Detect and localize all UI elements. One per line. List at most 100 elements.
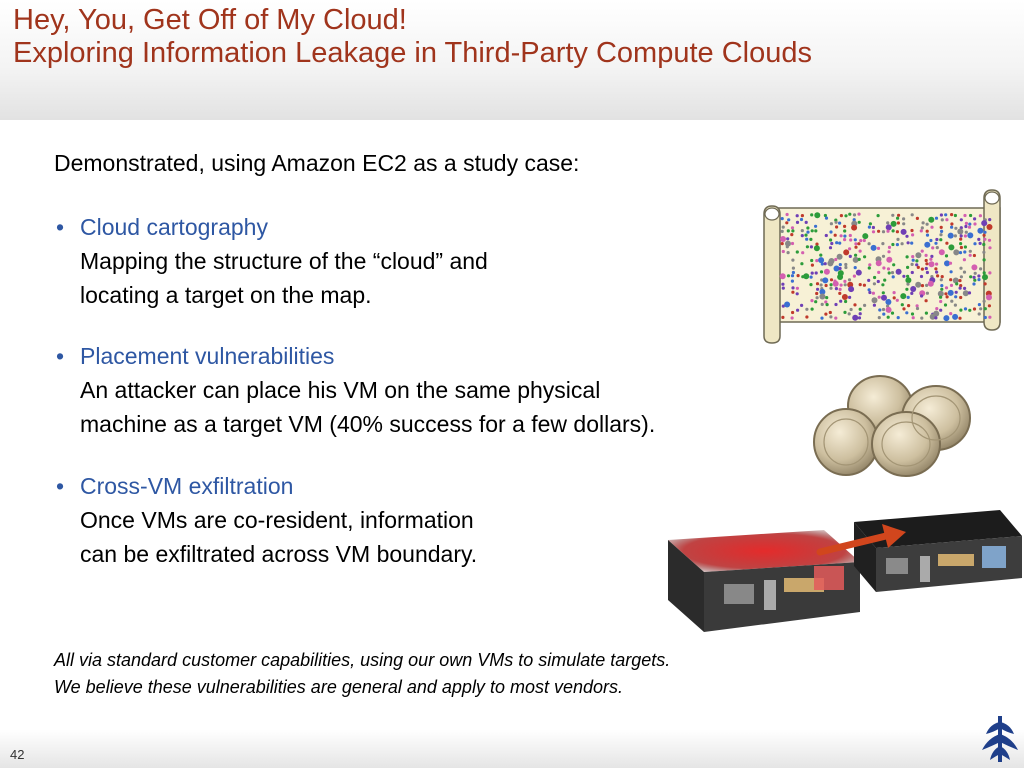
university-logo-icon — [982, 716, 1018, 762]
map-dot — [902, 274, 906, 278]
map-dot — [823, 268, 830, 275]
map-dot — [944, 213, 948, 217]
bullet-heading: Cross-VM exfiltration — [80, 473, 294, 499]
map-dot — [906, 282, 910, 286]
map-dot — [958, 251, 963, 255]
map-dot — [920, 284, 925, 288]
map-dot — [839, 214, 843, 218]
map-dot — [814, 300, 818, 304]
map-dot — [939, 308, 943, 312]
map-dot — [815, 242, 819, 246]
map-dot — [810, 258, 814, 263]
map-dot — [982, 242, 986, 247]
map-dot — [843, 249, 850, 256]
map-dot — [962, 290, 969, 297]
map-dot — [930, 254, 934, 258]
map-dot — [780, 236, 786, 242]
map-dot — [924, 258, 928, 263]
map-dot — [949, 278, 953, 282]
map-dot — [949, 312, 953, 316]
map-dot — [803, 273, 810, 280]
map-dot — [890, 271, 895, 275]
map-dot — [931, 246, 935, 250]
title-line-2: Exploring Information Leakage in Third-P… — [13, 37, 812, 69]
map-dot — [834, 220, 838, 224]
map-dot — [790, 316, 794, 320]
map-dot — [819, 253, 823, 257]
map-dot — [810, 299, 814, 303]
map-dot — [943, 315, 950, 322]
map-dot — [883, 278, 887, 282]
map-dot — [785, 245, 789, 249]
map-dot — [949, 270, 953, 274]
map-dot — [910, 262, 914, 266]
map-dot — [830, 241, 834, 246]
map-dot — [982, 299, 986, 303]
map-dot — [936, 274, 940, 278]
footer-line-1: All via standard customer capabilities, … — [54, 650, 671, 670]
map-dot — [882, 266, 886, 270]
map-dot — [940, 287, 944, 291]
map-dot — [986, 294, 992, 301]
map-dot — [979, 267, 983, 271]
map-dot — [934, 216, 939, 220]
map-dot — [910, 213, 914, 217]
map-dot — [945, 241, 949, 245]
map-dot — [940, 218, 944, 222]
map-dot — [967, 232, 974, 239]
map-dot — [873, 275, 877, 280]
map-dot — [863, 255, 867, 259]
map-dot — [790, 274, 795, 278]
map-dot — [969, 213, 973, 218]
map-dot — [824, 216, 829, 220]
map-dot — [819, 270, 824, 274]
map-dot — [814, 271, 818, 275]
map-dot — [848, 247, 852, 251]
map-dot — [964, 221, 968, 225]
map-dot — [890, 220, 897, 227]
map-dot — [910, 241, 914, 245]
map-dot — [810, 213, 814, 217]
map-dot — [947, 232, 954, 239]
map-dot — [953, 303, 957, 307]
map-dot — [843, 283, 847, 287]
map-dot — [843, 229, 847, 233]
map-dot — [871, 230, 876, 234]
map-dot — [988, 246, 992, 250]
map-dot — [930, 225, 934, 229]
map-dot — [867, 242, 871, 246]
map-dot — [780, 217, 784, 221]
map-dot — [801, 251, 805, 255]
map-dot — [836, 253, 843, 260]
map-dot — [839, 234, 843, 238]
map-dot — [928, 216, 935, 223]
map-dot — [958, 316, 962, 320]
map-dot — [935, 262, 939, 266]
map-dot — [809, 245, 813, 249]
map-dot — [791, 266, 795, 270]
map-dot — [948, 244, 955, 251]
map-dot — [905, 255, 909, 259]
map-dot — [887, 245, 892, 249]
map-dot — [915, 216, 919, 220]
map-dot — [781, 282, 785, 286]
map-dot — [829, 238, 833, 242]
map-dot — [786, 229, 790, 233]
map-dot — [911, 258, 915, 262]
map-dot — [844, 265, 848, 270]
map-dot — [815, 259, 819, 263]
map-dot — [958, 279, 962, 283]
map-dot — [837, 274, 844, 280]
map-dot — [954, 226, 958, 230]
map-dot — [959, 308, 963, 312]
map-dot — [848, 286, 855, 293]
map-dot — [973, 222, 977, 226]
map-dot — [786, 251, 790, 255]
map-dot — [983, 315, 987, 320]
map-dot — [810, 307, 814, 311]
map-dot — [907, 304, 911, 308]
map-dot — [804, 220, 808, 224]
map-dot — [963, 245, 967, 249]
map-dot — [813, 245, 820, 252]
page-number: 42 — [10, 747, 25, 762]
